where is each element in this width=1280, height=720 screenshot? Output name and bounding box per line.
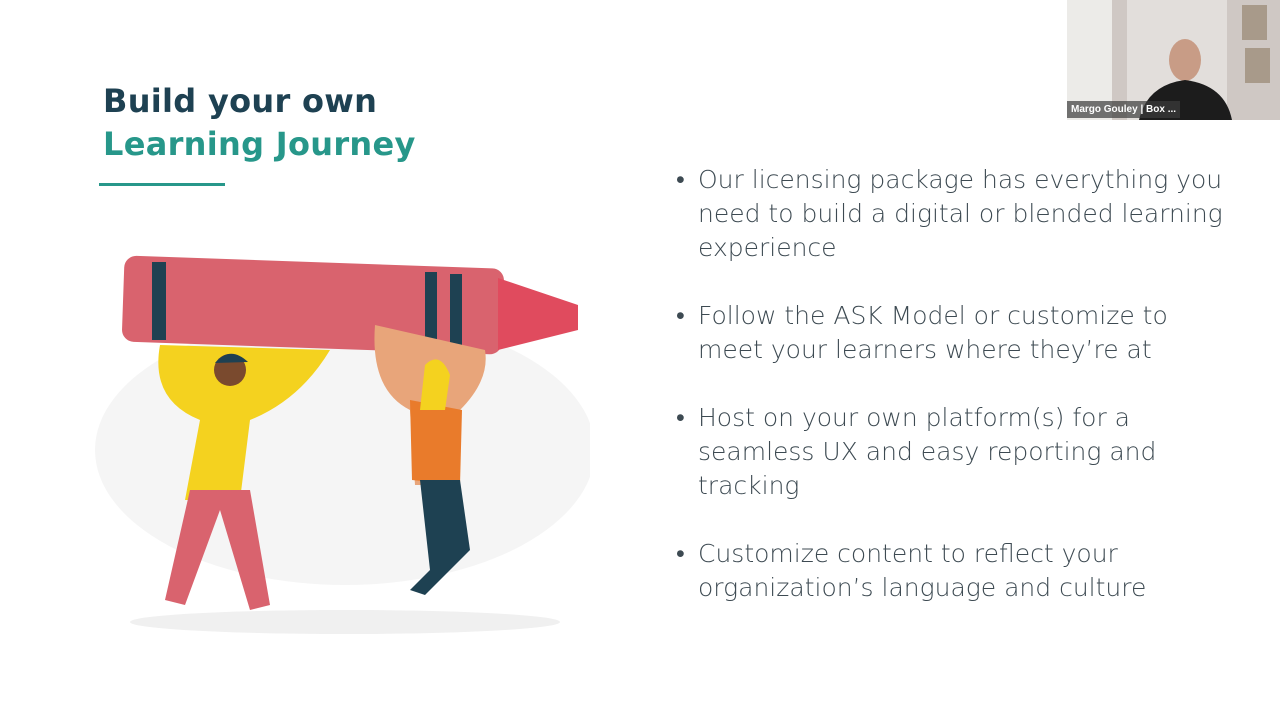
bullet-item: Customize content to reflect your organi…: [676, 537, 1236, 605]
bullet-item: Host on your own platform(s) for a seaml…: [676, 401, 1236, 503]
crayon-illustration: [95, 255, 590, 634]
title-underline: [99, 183, 225, 186]
participant-video-feed: [1067, 0, 1270, 120]
bullet-item: Our licensing package has everything you…: [676, 163, 1236, 265]
title-line-2: Learning Journey: [103, 125, 416, 163]
title-line-1: Build your own: [103, 82, 378, 120]
bullet-list: Our licensing package has everything you…: [676, 163, 1236, 639]
participant-video-tile[interactable]: Margo Gouley | Box ...: [1067, 0, 1280, 120]
bullet-item: Follow the ASK Model or customize to mee…: [676, 299, 1236, 367]
slide-title: Build your own Learning Journey: [103, 80, 416, 166]
participant-name-label: Margo Gouley | Box ...: [1067, 101, 1181, 118]
